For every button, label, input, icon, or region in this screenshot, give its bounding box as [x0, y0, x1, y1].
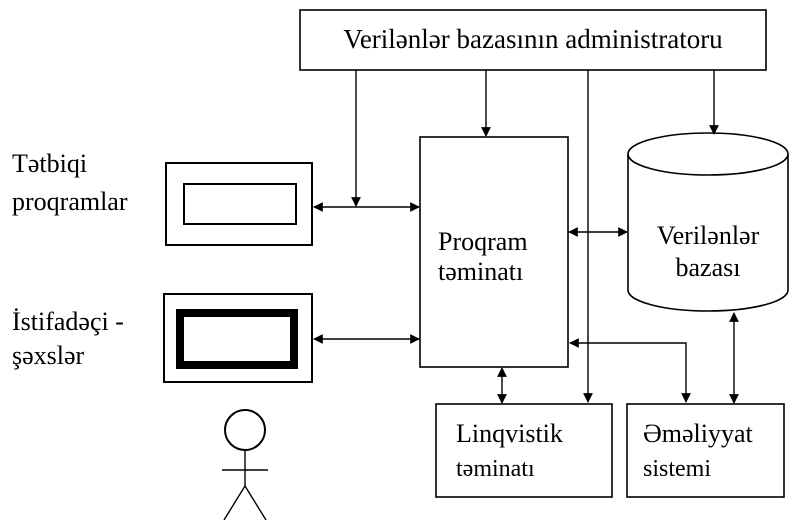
arrow-software-os [569, 338, 691, 403]
os-box [626, 403, 785, 498]
database-cylinder-top [627, 132, 789, 176]
admin-box [299, 9, 767, 71]
database-label-line1: Verilənlər [657, 221, 760, 250]
linguistic-label-line2: təminatı [456, 456, 535, 482]
linguistic-label-line1: Linqvistik [456, 419, 563, 448]
software-label-line1: Proqram [438, 227, 528, 256]
linguistic-node: Linqvistik təminatı [435, 403, 613, 498]
applications-terminal-icon [165, 162, 313, 246]
users-label-line2: şəxslər [12, 341, 85, 370]
applications-label-line1: Tətbiqi [12, 149, 87, 178]
users-label-line1: İstifadəçi - [12, 307, 124, 336]
software-box [419, 136, 569, 368]
os-label-line2: sistemi [643, 456, 711, 482]
database-node: Verilənlər bazası [627, 132, 789, 312]
os-node: Əməliyyat sistemi [626, 403, 785, 498]
user-figure-icon [222, 409, 268, 520]
admin-node: Verilənlər bazasının administratoru [299, 9, 767, 71]
software-label-line2: təminatı [438, 257, 523, 286]
linguistic-box [435, 403, 613, 498]
database-cylinder-body [627, 154, 789, 312]
users-terminal-icon [163, 293, 313, 383]
database-label-line2: bazası [676, 253, 741, 282]
applications-label-line2: proqramlar [12, 187, 128, 216]
os-label-line1: Əməliyyat [643, 419, 754, 448]
software-node: Proqram təminatı [419, 136, 569, 368]
admin-label: Verilənlər bazasının administratoru [343, 24, 723, 54]
connectors [313, 70, 739, 404]
